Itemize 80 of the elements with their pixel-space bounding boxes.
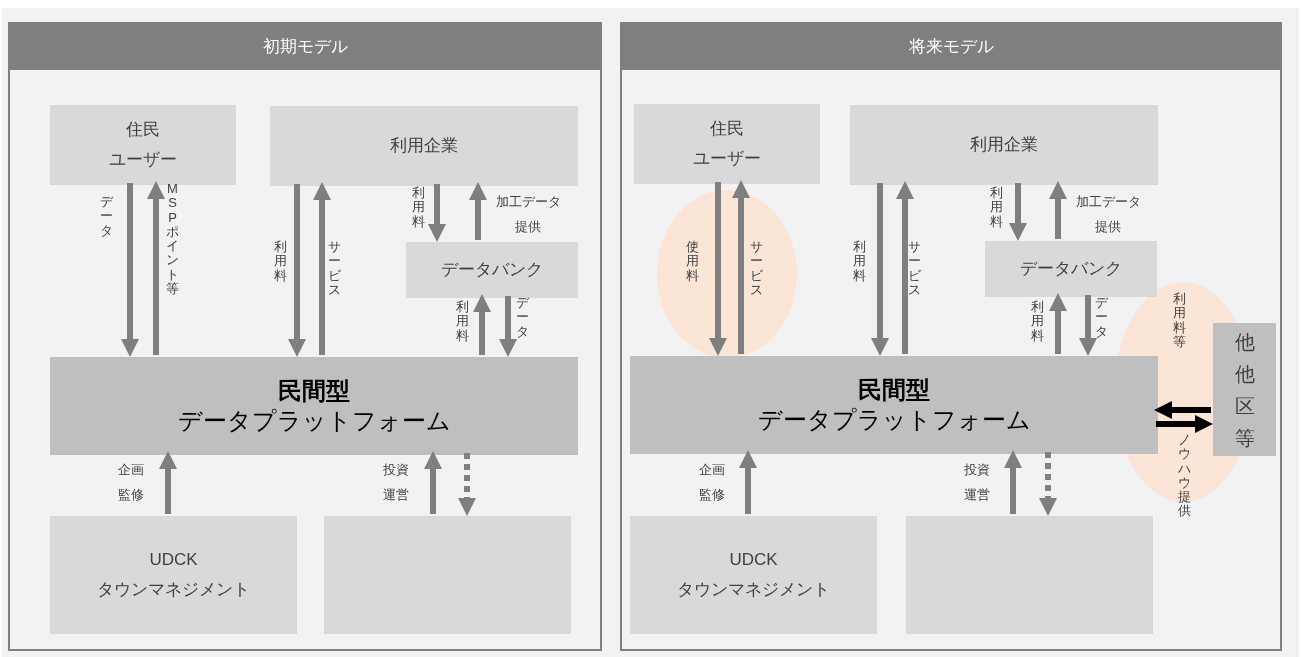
node-label: 住民	[710, 118, 744, 140]
edge-label: サービス	[750, 240, 763, 298]
edge-label: MSPポイント等	[166, 182, 179, 297]
node-label: データプラットフォーム	[177, 406, 451, 436]
platform-box	[630, 356, 1158, 454]
edge-label: サービス	[908, 240, 921, 298]
edge-label: ノウハウ提供	[1178, 433, 1191, 519]
node-label: データバンク	[1020, 258, 1122, 280]
arrow	[1154, 401, 1211, 419]
edge-label: 利用料等	[1173, 292, 1186, 350]
node-label: 他他区等	[1234, 329, 1255, 451]
arrow	[499, 296, 517, 357]
node-label: ユーザー	[693, 148, 761, 170]
node-label: 利用企業	[390, 135, 458, 157]
arrow	[1079, 295, 1097, 356]
edge-label: 利用料	[456, 300, 469, 343]
edge-label: 投資運営	[963, 461, 991, 504]
arrow	[147, 181, 165, 355]
edge-label: 利用料	[1031, 300, 1044, 343]
node-label: 利用企業	[970, 134, 1038, 156]
arrow	[121, 183, 139, 357]
edge-label: データ	[100, 195, 113, 238]
arrow	[1004, 450, 1022, 514]
edge-label: データ	[1095, 296, 1108, 339]
entity-box	[634, 104, 820, 184]
arrow	[313, 182, 331, 355]
edge-label: 利用料	[412, 186, 425, 229]
node-label: タウンマネジメント	[677, 579, 830, 601]
arrow	[871, 183, 889, 356]
arrow	[1039, 452, 1057, 516]
platform-box	[50, 357, 578, 455]
edge-label: 加工データ提供	[1074, 193, 1142, 236]
edge-label: 投資運営	[382, 461, 410, 504]
arrow	[288, 184, 306, 357]
arrow	[1049, 181, 1067, 239]
node-label: タウンマネジメント	[97, 579, 250, 601]
arrow	[473, 294, 491, 355]
edge-label: 使用料	[686, 240, 699, 283]
district-box	[1213, 323, 1276, 456]
arrow	[458, 453, 476, 516]
arrow	[1156, 415, 1213, 433]
arrow	[1009, 183, 1027, 241]
node-label: データプラットフォーム	[757, 405, 1031, 435]
node-label: UDCK	[729, 549, 778, 571]
entity-box	[630, 516, 877, 634]
node-label: 住民	[126, 119, 160, 141]
model-panel	[620, 22, 1282, 651]
edge-label: 利用料	[853, 240, 866, 283]
entity-box	[50, 516, 297, 634]
entity-box	[906, 516, 1153, 634]
panel-title: 初期モデル	[262, 36, 348, 59]
arrow	[739, 450, 757, 514]
entity-box	[406, 242, 578, 298]
entity-box	[850, 105, 1158, 185]
node-label: データバンク	[441, 259, 543, 281]
arrow	[709, 182, 727, 356]
node-label: ユーザー	[109, 149, 177, 171]
entity-box	[985, 241, 1157, 297]
model-panel	[8, 22, 602, 651]
arrow	[1049, 293, 1067, 354]
edge-label: 企画監修	[117, 461, 145, 504]
edge-label: 加工データ提供	[494, 193, 562, 236]
edge-label: 利用料	[274, 240, 287, 283]
edge-label: 企画監修	[698, 461, 726, 504]
entity-box	[324, 516, 571, 634]
arrow	[428, 184, 446, 242]
node-label: UDCK	[149, 549, 198, 571]
edge-label: データ	[516, 296, 529, 339]
arrow	[159, 451, 177, 514]
arrow	[469, 182, 487, 240]
arrow	[896, 181, 914, 354]
panel-title: 将来モデル	[908, 36, 994, 59]
entity-box	[270, 106, 578, 186]
edge-label: サービス	[328, 240, 341, 298]
node-label: 民間型	[278, 376, 350, 406]
arrow	[424, 451, 442, 514]
arrow	[732, 180, 750, 354]
node-label: 民間型	[858, 375, 930, 405]
entity-box	[50, 105, 236, 185]
edge-label: 利用料	[990, 186, 1003, 229]
